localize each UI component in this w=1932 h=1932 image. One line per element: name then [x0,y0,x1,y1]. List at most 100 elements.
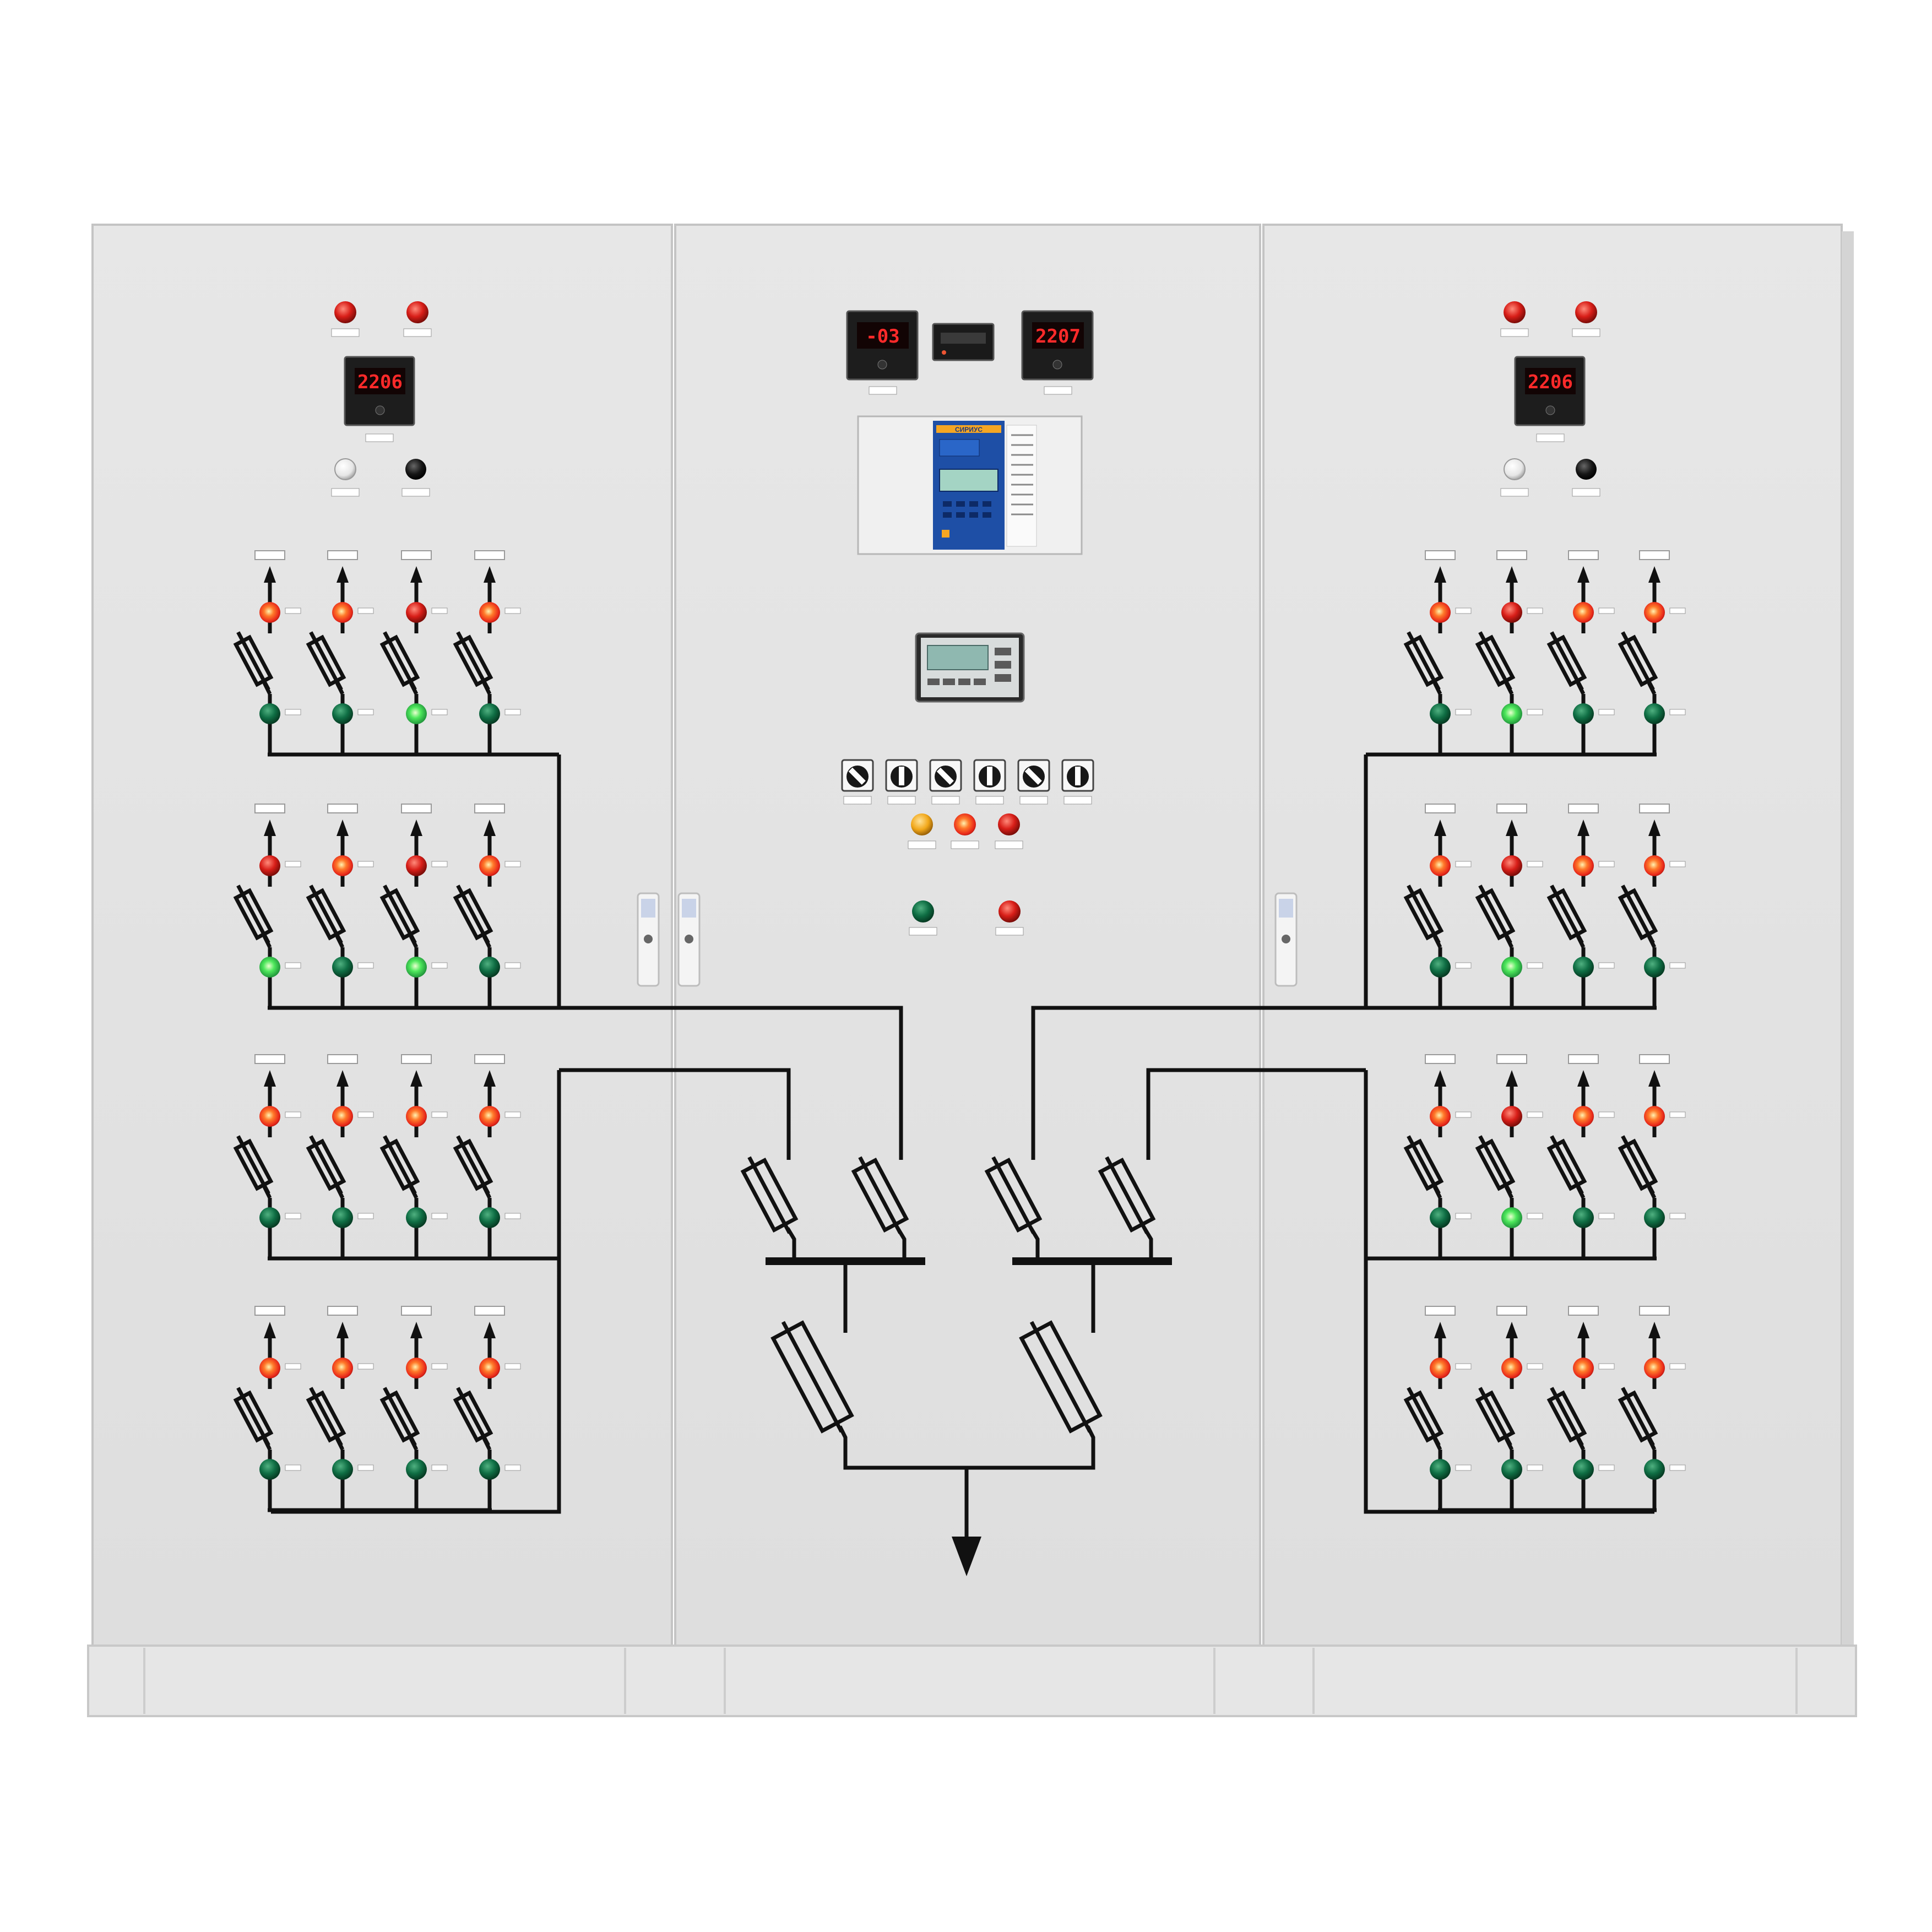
label-plate [1455,1464,1472,1471]
rotary-switch[interactable] [1017,759,1050,805]
fuse-symbol [1546,884,1587,944]
voltmeter-right-reading: 2206 [1528,371,1573,393]
cabinet-left [91,224,673,1647]
label-plate [1496,1306,1527,1316]
fuse-symbol [770,1320,854,1434]
start-button-green[interactable] [912,900,934,922]
lock-handle[interactable] [677,892,701,987]
label-plate [365,433,394,442]
label-plate [1500,328,1529,337]
label-plate [1536,433,1565,442]
label-plate [1669,861,1686,867]
feeder-column [1475,550,1543,755]
label-plate [331,328,360,337]
indicator-lamp-green [1430,1207,1451,1228]
label-plate [1639,804,1670,813]
fuse-symbol [1403,884,1444,944]
indicator-lamp-green [1644,957,1665,978]
indicator-lamp-green [1573,1459,1594,1480]
label-plate [1572,328,1600,337]
indicator-lamp-red [479,1358,500,1379]
fuse-symbol [1618,631,1658,691]
label-plate [504,1111,521,1118]
label-plate [431,962,448,969]
indicator-lamp-red [1501,602,1522,623]
rotary-switch[interactable] [885,759,918,805]
label-plate [975,796,1004,805]
fuse-symbol [1475,1135,1516,1195]
label-plate [1455,962,1472,969]
stop-button-red[interactable] [998,900,1021,922]
fuse-symbol [453,884,493,944]
label-plate [254,1054,285,1064]
fuse-symbol [306,631,346,691]
indicator-lamp-green [259,957,280,978]
indicator-lamp-green [1430,703,1451,724]
indicator-lamp-green [259,703,280,724]
indicator-lamp-red [1501,855,1522,876]
push-button-black[interactable] [1576,459,1597,480]
label-plate [504,1363,521,1370]
label-plate [504,861,521,867]
indicator-lamp-red [1573,1358,1594,1379]
indicator-lamp-green [1573,1207,1594,1228]
label-plate [1425,550,1456,560]
feeder-column [233,804,301,1008]
fuse-symbol [306,1135,346,1195]
label-plate [357,1464,374,1471]
fuse-symbol [233,884,274,944]
label-plate [1455,861,1472,867]
plinth [87,1645,1857,1717]
feeder-column [379,1306,448,1510]
lock-handle[interactable] [1274,892,1298,987]
label-plate [1598,1213,1615,1219]
fuse-symbol [1618,1135,1658,1195]
rotary-switches [841,759,1094,805]
label-plate [1568,550,1599,560]
fuse-symbol [1403,1387,1444,1446]
label-plate [357,709,374,715]
label-plate [1527,1111,1543,1118]
label-plate [1455,709,1472,715]
label-plate [1496,550,1527,560]
indicator-lamp-red [998,813,1020,835]
label-plate [401,550,432,560]
label-plate [1044,386,1072,395]
indicator-lamp-red [259,602,280,623]
fuse-symbol [306,1387,346,1446]
label-plate [1639,1054,1670,1064]
indicator-lamp-green [1573,957,1594,978]
label-plate [285,962,301,969]
rotary-switch[interactable] [973,759,1006,805]
fuse-symbol [1546,1135,1587,1195]
label-plate [504,1213,521,1219]
indicator-lamp-red [1573,855,1594,876]
indicator-lamp-green [406,1459,427,1480]
push-button-black[interactable] [405,459,426,480]
label-plate [401,1306,432,1316]
label-plate [1598,1111,1615,1118]
voltmeter-right: 2206 [1514,356,1586,426]
indicator-lamp-red [1430,1358,1451,1379]
plc-hmi-panel[interactable] [915,632,1025,703]
lock-handle[interactable] [637,892,660,987]
rotary-switch[interactable] [841,759,874,805]
indicator-lamp-red [1573,602,1594,623]
rotary-switch[interactable] [929,759,962,805]
left-panel-controls: 2206 [331,301,432,497]
lamp-row [908,813,1023,849]
push-button-white[interactable] [1504,458,1526,480]
indicator-lamp-green [1644,1459,1665,1480]
rotary-switch[interactable] [1061,759,1094,805]
feeder-column [379,804,448,1008]
label-plate [431,607,448,614]
fuse-symbol [1475,884,1516,944]
feeder-column [1546,804,1615,1008]
label-plate [995,927,1024,936]
push-button-white[interactable] [334,458,356,480]
feeder-column [453,804,521,1008]
indicator-lamp-red [1430,855,1451,876]
fuse-symbol [1475,1387,1516,1446]
label-plate [1598,709,1615,715]
label-plate [1669,962,1686,969]
